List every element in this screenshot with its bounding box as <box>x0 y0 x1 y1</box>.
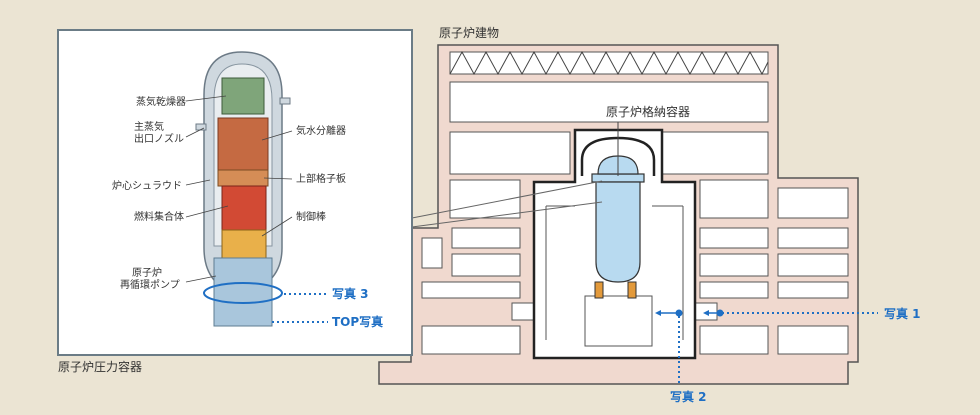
label-upper-grid: 上部格子板 <box>296 172 346 185</box>
upper-hall <box>449 81 769 123</box>
upper-grid-graphic <box>217 169 269 187</box>
roof-truss-zigzag <box>449 50 769 76</box>
room <box>699 281 769 299</box>
lower-tubes-graphic <box>213 257 273 327</box>
nozzle-graphic <box>195 123 207 131</box>
containment-label: 原子炉格納容器 <box>606 104 690 119</box>
label-separator: 気水分離器 <box>296 124 346 137</box>
label-shroud: 炉心シュラウド <box>112 180 182 192</box>
label-fuel: 燃料集合体 <box>134 210 184 223</box>
reactor-building: 原子炉建物 原子炉格納容器 <box>378 26 859 385</box>
room <box>421 237 443 269</box>
photo1-arrowhead <box>703 310 709 316</box>
room <box>777 325 849 355</box>
vessel-title: 原子炉圧力容器 <box>58 359 142 374</box>
photo2-arrowhead <box>655 310 661 316</box>
nozzle-graphic <box>279 97 291 105</box>
photo-markers: 写真 1 写真 2 <box>655 306 921 404</box>
photo1-dot[interactable] <box>716 309 724 317</box>
fuel-graphic <box>221 185 267 231</box>
label-pump-line2: 再循環ポンプ <box>120 278 180 291</box>
photo3-highlight <box>203 282 283 304</box>
room <box>699 179 769 219</box>
steam-dryer-graphic <box>221 77 265 115</box>
vessel-inset: 蒸気乾燥器 主蒸気 出口ノズル 気水分離器 炉心シュラウド 上部格子板 燃料集合… <box>57 29 413 356</box>
label-nozzle-line2: 出口ノズル <box>134 132 184 145</box>
room <box>699 325 769 355</box>
room <box>777 253 849 277</box>
room <box>699 227 769 249</box>
top-photo-label[interactable]: TOP写真 <box>332 314 383 329</box>
photo2-dot[interactable] <box>675 309 683 317</box>
room <box>421 325 521 355</box>
photo1-label[interactable]: 写真 1 <box>884 306 921 321</box>
room <box>659 131 769 175</box>
photo3-label[interactable]: 写真 3 <box>332 286 369 301</box>
room <box>777 187 849 219</box>
label-steam-dryer: 蒸気乾燥器 <box>136 95 186 108</box>
room <box>777 227 849 249</box>
building-title: 原子炉建物 <box>439 26 499 40</box>
room <box>699 253 769 277</box>
label-nozzle-line1: 主蒸気 <box>134 120 164 133</box>
room <box>421 281 521 299</box>
room <box>451 227 521 249</box>
separator-graphic <box>217 117 269 171</box>
containment-inner-line <box>545 205 684 340</box>
room <box>451 253 521 277</box>
vessel-body <box>595 181 641 283</box>
inset-leaders <box>185 95 293 283</box>
label-pump-line1: 原子炉 <box>132 267 162 279</box>
pedestal <box>584 295 653 347</box>
label-control-rod: 制御棒 <box>296 210 326 223</box>
recirculation-pump-right <box>627 281 637 299</box>
zoom-callout <box>411 180 603 228</box>
recirculation-pump-left <box>594 281 604 299</box>
photo2-label[interactable]: 写真 2 <box>670 389 707 404</box>
room <box>777 281 849 299</box>
control-rod-graphic <box>221 229 267 259</box>
room <box>449 131 571 175</box>
